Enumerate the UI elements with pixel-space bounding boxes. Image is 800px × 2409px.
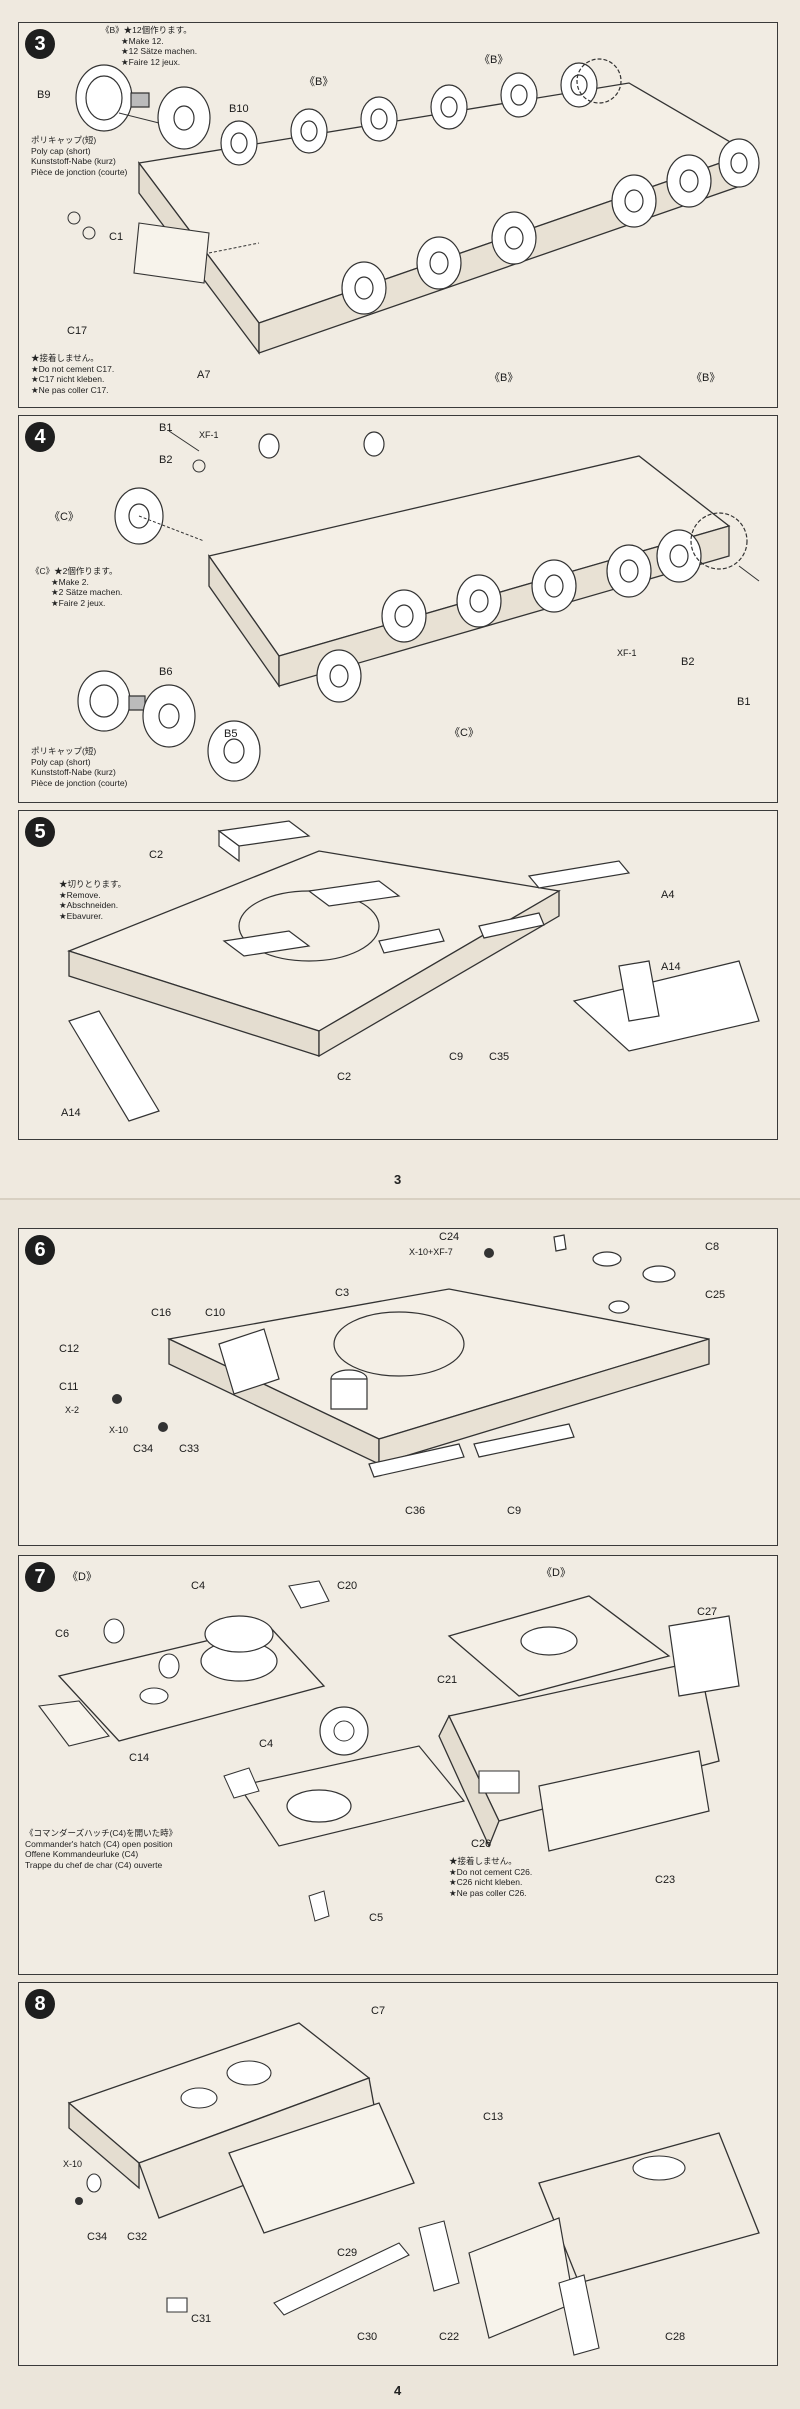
instruction-page-4: 6 C24 X-10+XF-7 C8 C3 C25 C16 (0, 1198, 800, 2409)
part-label-c29: C29 (337, 2247, 358, 2259)
part-label-c12: C12 (59, 1343, 80, 1355)
part-label-b2-right: B2 (681, 656, 695, 668)
part-label-c30: C30 (357, 2331, 378, 2343)
part-label-c2-top: C2 (149, 849, 164, 861)
part-label-c24: C24 (439, 1231, 460, 1243)
paint-label-xf1-right: XF-1 (617, 648, 637, 658)
part-label-c6: C6 (55, 1628, 70, 1640)
step-3-quantity-note: 《B》★12個作ります。 ★Make 12. ★12 Sätze machen.… (101, 25, 198, 67)
step-number-badge: 7 (25, 1562, 55, 1592)
part-label-c11: C11 (59, 1381, 79, 1393)
part-label-c16: C16 (151, 1307, 172, 1319)
part-label-c32: C32 (127, 2231, 148, 2243)
part-label-c23: C23 (655, 1874, 676, 1886)
step-7-hatch-note: 《コマンダーズハッチ(C4)を開いた時》 Commander's hatch (… (25, 1828, 178, 1870)
part-label-c4-top: C4 (191, 1580, 206, 1592)
part-label-c21: C21 (437, 1674, 458, 1686)
part-label-b5: B5 (224, 728, 238, 740)
ref-label-b-lower-left: 《B》 (489, 372, 519, 384)
step-number-badge: 3 (25, 29, 55, 59)
step-5-panel: 5 ★切りとります。 ★Remove. ★Abschneiden. (18, 810, 778, 1140)
part-label-c35: C35 (489, 1051, 510, 1063)
paint-label-x2: X-2 (65, 1405, 80, 1415)
part-label-c9: C9 (507, 1505, 522, 1517)
part-label-c10: C10 (205, 1307, 226, 1319)
part-label-c33: C33 (179, 1443, 200, 1455)
part-label-a14-left: A14 (61, 1107, 81, 1119)
part-label-c9: C9 (449, 1051, 464, 1063)
ref-label-b-upper-left: 《B》 (304, 76, 334, 88)
part-label-c3: C3 (335, 1287, 350, 1299)
ref-label-b-lower-right: 《B》 (691, 372, 721, 384)
step-8-panel: 8 C7 C13 X-10 C34 C32 C29 C31 (18, 1982, 778, 2366)
part-label-c25: C25 (705, 1289, 726, 1301)
part-label-c31: C31 (191, 2313, 212, 2325)
paint-label-xf1-top: XF-1 (199, 430, 219, 440)
step-3-polycap-note: ポリキャップ(短) Poly cap (short) Kunststoff-Na… (31, 135, 128, 177)
ref-label-d-right: 《D》 (541, 1567, 571, 1579)
part-label-b1-right: B1 (737, 696, 751, 708)
paint-label-x10: X-10 (63, 2159, 83, 2169)
ref-label-d-left: 《D》 (67, 1571, 97, 1583)
step-6-panel: 6 C24 X-10+XF-7 C8 C3 C25 C16 (18, 1228, 778, 1546)
step-6-illustration (112, 1229, 777, 1545)
part-label-c14: C14 (129, 1752, 150, 1764)
part-label-c26: C26 (471, 1838, 492, 1850)
part-label-c2-bottom: C2 (337, 1071, 352, 1083)
step-8-illustration (19, 1983, 777, 2365)
step-7-illustration (19, 1556, 777, 1974)
step-number-badge: 6 (25, 1235, 55, 1265)
step-3-panel: 3 (18, 22, 778, 408)
ref-label-b-upper-right: 《B》 (479, 54, 509, 66)
step-4-quantity-note: 《C》★2個作ります。 ★Make 2. ★2 Sätze machen. ★F… (31, 566, 123, 608)
part-label-c8: C8 (705, 1241, 720, 1253)
step-number-badge: 4 (25, 422, 55, 452)
instruction-page-3: 3 (0, 0, 800, 1198)
part-label-b6: B6 (159, 666, 173, 678)
part-label-c17: C17 (67, 325, 88, 337)
step-5-remove-note: ★切りとります。 ★Remove. ★Abschneiden. ★Ebavure… (59, 879, 127, 921)
part-label-c4-bottom: C4 (259, 1738, 274, 1750)
part-label-c13: C13 (483, 2111, 504, 2123)
part-label-c22: C22 (439, 2331, 460, 2343)
part-label-c1: C1 (109, 231, 124, 243)
step-3-illustration (19, 23, 777, 407)
step-7-panel: 7 (18, 1555, 778, 1975)
part-label-a14-right: A14 (661, 961, 681, 973)
step-7-nocement-note: ★接着しません。 ★Do not cement C26. ★C26 nicht … (449, 1856, 533, 1898)
ref-label-c-left: 《C》 (49, 511, 79, 523)
step-5-illustration (19, 811, 777, 1139)
page-number: 3 (394, 1172, 402, 1187)
part-label-c28: C28 (665, 2331, 686, 2343)
part-label-b2-left: B2 (159, 454, 173, 466)
paint-label-x10: X-10 (109, 1425, 129, 1435)
ref-label-c-right: 《C》 (449, 727, 479, 739)
step-4-panel: 4 (18, 415, 778, 803)
step-number-badge: 5 (25, 817, 55, 847)
part-label-c34: C34 (87, 2231, 108, 2243)
part-label-a7: A7 (197, 369, 211, 381)
part-label-c36: C36 (405, 1505, 426, 1517)
part-label-c27: C27 (697, 1606, 718, 1618)
part-label-c7: C7 (371, 2005, 386, 2017)
part-label-b9: B9 (37, 89, 51, 101)
part-label-a4: A4 (661, 889, 675, 901)
page-number: 4 (394, 2383, 402, 2398)
step-number-badge: 8 (25, 1989, 55, 2019)
step-4-polycap-note: ポリキャップ(短) Poly cap (short) Kunststoff-Na… (31, 746, 128, 788)
step-3-nocement-note: ★接着しません。 ★Do not cement C17. ★C17 nicht … (31, 353, 115, 395)
part-label-c5: C5 (369, 1912, 384, 1924)
part-label-c20: C20 (337, 1580, 358, 1592)
part-label-c34: C34 (133, 1443, 154, 1455)
part-label-b1-left: B1 (159, 422, 173, 434)
part-label-b10: B10 (229, 103, 249, 115)
paint-label-c24: X-10+XF-7 (409, 1247, 453, 1257)
step-4-illustration (19, 416, 777, 802)
